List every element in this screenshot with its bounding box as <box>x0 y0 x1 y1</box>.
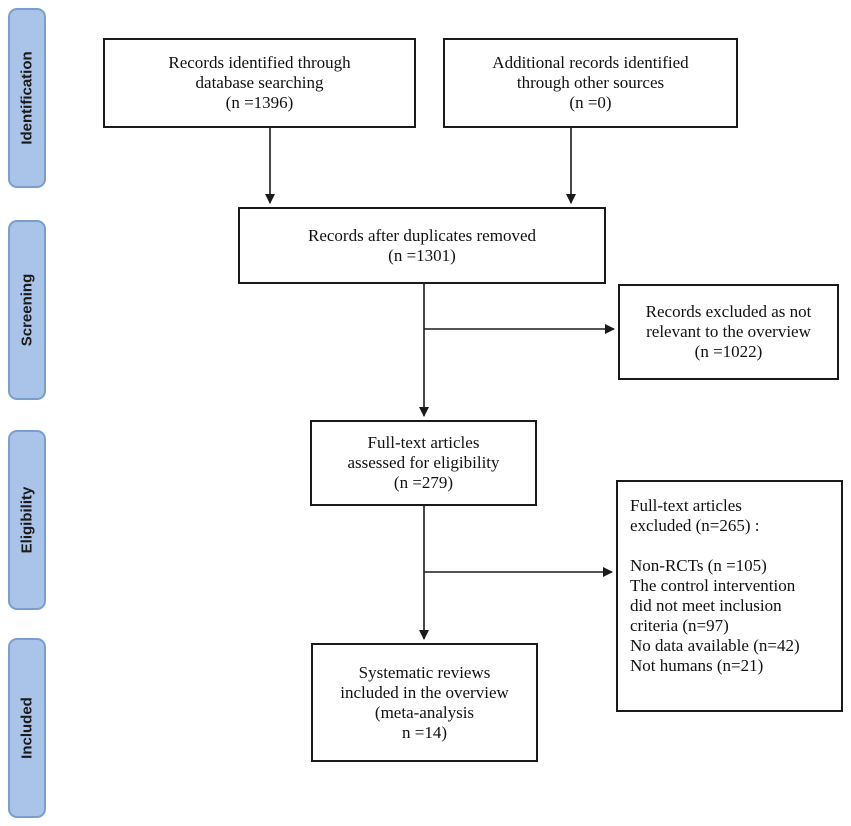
duplicates-count: (n =1301) <box>388 245 456 265</box>
excluded-screen-count: (n =1022) <box>694 342 763 361</box>
fulltext-line2: assessed for eligibility <box>347 453 500 472</box>
stage-screening: Screening <box>8 220 46 400</box>
other-count: (n =0) <box>569 93 612 112</box>
excluded-reason-item: No data available (n=42) <box>630 636 800 655</box>
excluded-screen-line1: Records excluded as not <box>645 302 812 321</box>
box-after-duplicates: Records after duplicates removed (n =130… <box>238 207 606 284</box>
box-included-reviews: Systematic reviews included in the overv… <box>311 643 538 762</box>
box-excluded-fulltext: Full-text articles excluded (n=265) : No… <box>616 480 843 712</box>
included-line3: (meta-analysis <box>374 702 475 722</box>
included-count: n =14) <box>402 722 447 742</box>
excluded-reason-item: Non-RCTs (n =105) <box>630 556 767 575</box>
stage-eligibility: Eligibility <box>8 430 46 610</box>
duplicates-line1: Records after duplicates removed <box>308 225 536 245</box>
excluded-full-line1: Full-text articles <box>630 496 742 515</box>
included-line1: Systematic reviews <box>358 662 491 682</box>
box-excluded-screening: Records excluded as not relevant to the … <box>618 284 839 380</box>
database-line2: database searching <box>195 73 324 92</box>
fulltext-line1: Full-text articles <box>367 433 480 452</box>
excluded-reason-item: criteria (n=97) <box>630 616 729 635</box>
excluded-reason-item: The control intervention <box>630 576 796 595</box>
box-database-records: Records identified through database sear… <box>103 38 416 128</box>
stage-identification: Identification <box>8 8 46 188</box>
included-line2: included in the overview <box>340 682 509 702</box>
database-line1: Records identified through <box>168 53 351 72</box>
box-other-records: Additional records identified through ot… <box>443 38 738 128</box>
other-line2: through other sources <box>516 73 665 92</box>
fulltext-count: (n =279) <box>393 473 454 492</box>
database-count: (n =1396) <box>225 93 294 112</box>
excluded-full-line2: excluded (n=265) : <box>630 516 760 535</box>
excluded-reason-item: did not meet inclusion <box>630 596 782 615</box>
excluded-screen-line2: relevant to the overview <box>646 322 811 341</box>
stage-included: Included <box>8 638 46 818</box>
box-fulltext-assessed: Full-text articles assessed for eligibil… <box>310 420 537 506</box>
other-line1: Additional records identified <box>492 53 689 72</box>
excluded-reason-item: Not humans (n=21) <box>630 656 764 675</box>
